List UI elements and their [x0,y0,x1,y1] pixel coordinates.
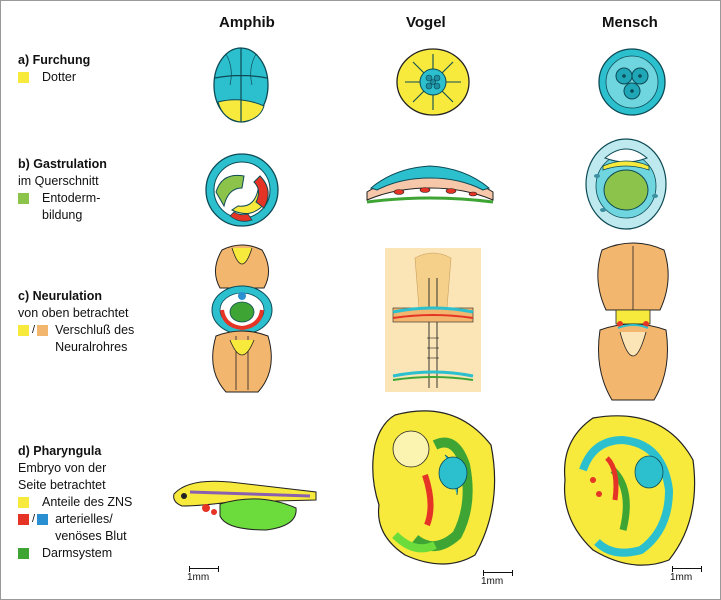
legend-entoderm: Entoderm- bildung [18,190,107,224]
swatch-darkgreen [18,548,29,559]
swatch-orange [37,325,49,336]
amphib-gastrulation-drawing [205,153,279,227]
scale-bar-vogel: 1mm [481,570,513,587]
legend-zns: Anteile des ZNS [18,494,132,511]
swatch-yellow [18,497,29,508]
row-d-title: d) Pharyngula [18,444,102,458]
swatch-red [18,514,29,525]
row-d-label: d) Pharyngula Embryo von der Seite betra… [18,443,132,562]
legend-neuralrohr: / Verschluß des Neuralrohres [18,322,134,356]
scale-bar-mensch: 1mm [670,566,702,583]
vogel-furchung-drawing [396,48,470,116]
scale-bar-line [483,570,513,576]
legend-darm-label: Darmsystem [42,546,113,560]
mensch-neurulation-drawing [597,242,669,401]
scale-bar-amphib: 1mm [187,566,219,583]
swatch-green [18,193,29,204]
legend-blut-line1: arterielles/ [55,512,113,526]
amphib-pharyngula-drawing [173,480,317,531]
legend-darm: Darmsystem [18,545,132,562]
swatch-yellow [18,72,29,83]
legend-entoderm-line1: Entoderm- [42,191,101,205]
legend-blut-line2: venöses Blut [55,529,127,543]
legend-dotter-label: Dotter [42,70,77,84]
swatch-yellow [18,325,29,336]
legend-zns-label: Anteile des ZNS [42,495,133,509]
legend-neuralrohr-label: Verschluß des Neuralrohres [51,322,134,356]
mensch-pharyngula-drawing [563,415,696,566]
row-c-label: c) Neurulation von oben betrachtet / Ver… [18,288,134,356]
column-header-vogel: Vogel [406,14,446,31]
column-header-mensch: Mensch [602,14,658,31]
legend-entoderm-label: Entoderm- bildung [32,190,100,224]
legend-entoderm-line2: bildung [42,208,83,222]
row-d-subtitle-1: Embryo von der [18,461,107,475]
legend-blut-label: arterielles/ venöses Blut [51,511,127,545]
mensch-gastrulation-drawing [585,138,667,230]
vogel-gastrulation-drawing [366,165,494,204]
row-b-subtitle: im Querschnitt [18,174,99,188]
legend-neuralrohr-line2: Neuralrohres [55,340,128,354]
amphib-furchung-drawing [213,47,269,123]
row-c-subtitle: von oben betrachtet [18,306,129,320]
scale-bar-line [672,566,702,572]
row-b-title: b) Gastrulation [18,157,107,171]
scale-bar-label: 1mm [670,572,693,583]
legend-blut-separator: / [32,513,36,525]
legend-dotter: Dotter [18,69,90,86]
scale-bar-label: 1mm [481,576,504,587]
scale-bar-line [189,566,219,572]
vogel-neurulation-drawing [385,248,481,392]
row-d-subtitle-2: Seite betrachtet [18,478,106,492]
vogel-pharyngula-drawing [372,410,496,565]
legend-neuralrohr-line1: Verschluß des [55,323,135,337]
scale-bar-label: 1mm [187,572,210,583]
mensch-furchung-drawing [598,48,666,116]
swatch-blue [37,514,49,525]
column-header-amphib: Amphib [219,14,275,31]
row-b-label: b) Gastrulation im Querschnitt Entoderm-… [18,156,107,224]
row-a-title: a) Furchung [18,53,91,67]
amphib-neurulation-drawing [211,244,273,393]
row-a-label: a) Furchung Dotter [18,52,90,86]
legend-separator: / [32,324,36,336]
legend-blut: / arterielles/ venöses Blut [18,511,132,545]
row-c-title: c) Neurulation [18,289,103,303]
